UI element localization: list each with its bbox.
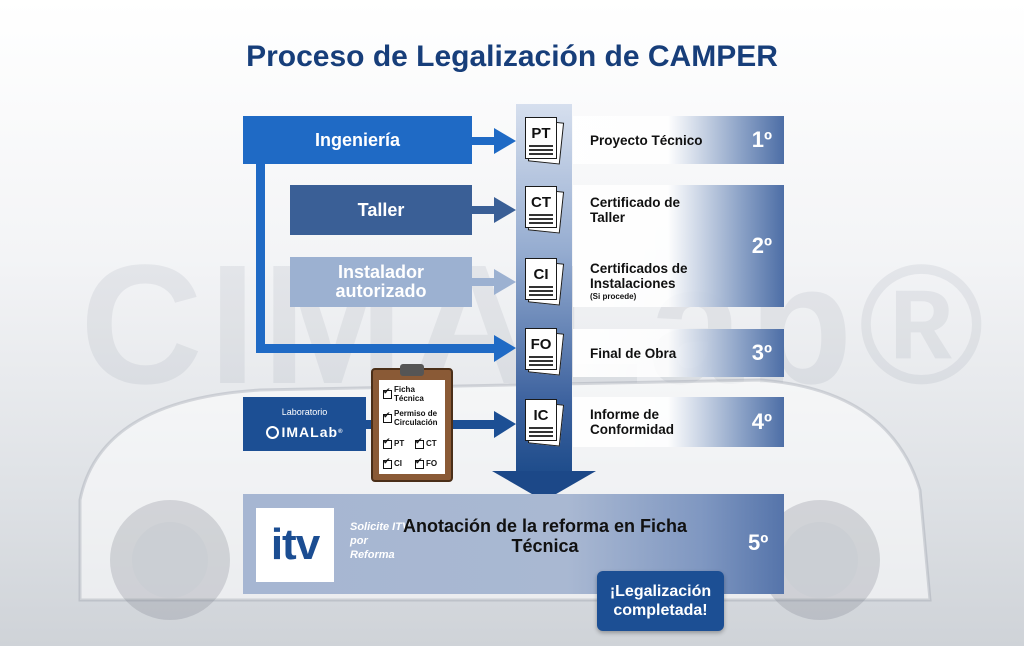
checklist-fo: FO xyxy=(426,459,438,469)
step-5: 5º xyxy=(748,530,769,555)
check-icon xyxy=(383,387,392,399)
row-informe: Informe de Conformidad 4º xyxy=(573,397,784,447)
document-ic-icon: IC xyxy=(525,399,565,447)
legalizacion-completada-badge: ¡Legalización completada! xyxy=(597,571,724,631)
doc-label-pt: Proyecto Técnico xyxy=(590,132,703,148)
check-icon xyxy=(383,457,392,469)
laboratorio-box: Laboratorio IMALab ® xyxy=(243,397,366,451)
doc-label-ic: Informe de Conformidad xyxy=(590,407,674,437)
document-fo-icon: FO xyxy=(525,328,565,376)
itv-note: Solicite ITV por Reforma xyxy=(350,521,410,561)
check-icon xyxy=(415,457,424,469)
cimalab-logo-text: IMALab xyxy=(281,423,339,440)
instalador-label: Instalador autorizado xyxy=(335,262,427,301)
checklist-ci: CI xyxy=(394,459,402,469)
taller-label: Taller xyxy=(357,199,405,220)
row-final-obra: Final de Obra 3º xyxy=(573,329,784,377)
itv-logo: itv xyxy=(256,508,334,582)
document-pt-icon: PT xyxy=(525,117,565,165)
check-icon xyxy=(415,437,424,449)
row-proyecto-tecnico: Proyecto Técnico 1º xyxy=(573,116,784,164)
taller-box: Taller xyxy=(290,185,472,235)
cimalab-logo: IMALab ® xyxy=(265,423,344,442)
ingenieria-box: Ingeniería xyxy=(243,116,472,164)
row-certificados: Certificado de Taller Certificados de In… xyxy=(573,185,784,307)
instalador-box: Instalador autorizado xyxy=(290,257,472,307)
doc-label-fo: Final de Obra xyxy=(590,345,677,361)
doc-code-fo: FO xyxy=(530,336,552,353)
clipboard-icon: Ficha Técnica Permiso de Circulación PT … xyxy=(371,364,453,482)
laboratorio-label: Laboratorio xyxy=(281,406,328,417)
clipboard-clasp xyxy=(400,364,424,376)
doc-label-ci: Certificados de Instalaciones xyxy=(590,260,688,291)
clipboard-checklist: Ficha Técnica Permiso de Circulación PT … xyxy=(379,380,445,474)
doc-code-ci: CI xyxy=(533,266,549,283)
checklist-ct: CT xyxy=(426,439,437,449)
itv-main-text: Anotación de la reforma en Ficha Técnica xyxy=(402,516,688,556)
document-ci-icon: CI xyxy=(525,258,565,306)
doc-code-pt: PT xyxy=(531,125,551,142)
doc-code-ic: IC xyxy=(533,407,549,424)
page-title: Proceso de Legalización de CAMPER xyxy=(246,40,778,73)
check-icon xyxy=(383,411,392,423)
ingenieria-label: Ingeniería xyxy=(314,129,401,150)
step-3: 3º xyxy=(751,340,772,365)
cimalab-c-icon xyxy=(265,425,279,439)
step-4: 4º xyxy=(751,409,772,434)
doc-note-ci: (Si procede) xyxy=(590,291,637,301)
cimalab-registered: ® xyxy=(338,428,344,435)
step-1: 1º xyxy=(751,127,772,152)
doc-code-ct: CT xyxy=(531,194,551,211)
doc-label-ct: Certificado de Taller xyxy=(590,195,681,225)
document-ct-icon: CT xyxy=(525,186,565,234)
check-icon xyxy=(383,437,392,449)
checklist-pt: PT xyxy=(394,439,405,449)
checklist-ficha-tecnica: Ficha Técnica xyxy=(394,385,424,403)
checklist-permiso: Permiso de Circulación xyxy=(394,409,438,427)
completed-text: ¡Legalización completada! xyxy=(609,583,712,619)
step-2: 2º xyxy=(751,233,772,258)
